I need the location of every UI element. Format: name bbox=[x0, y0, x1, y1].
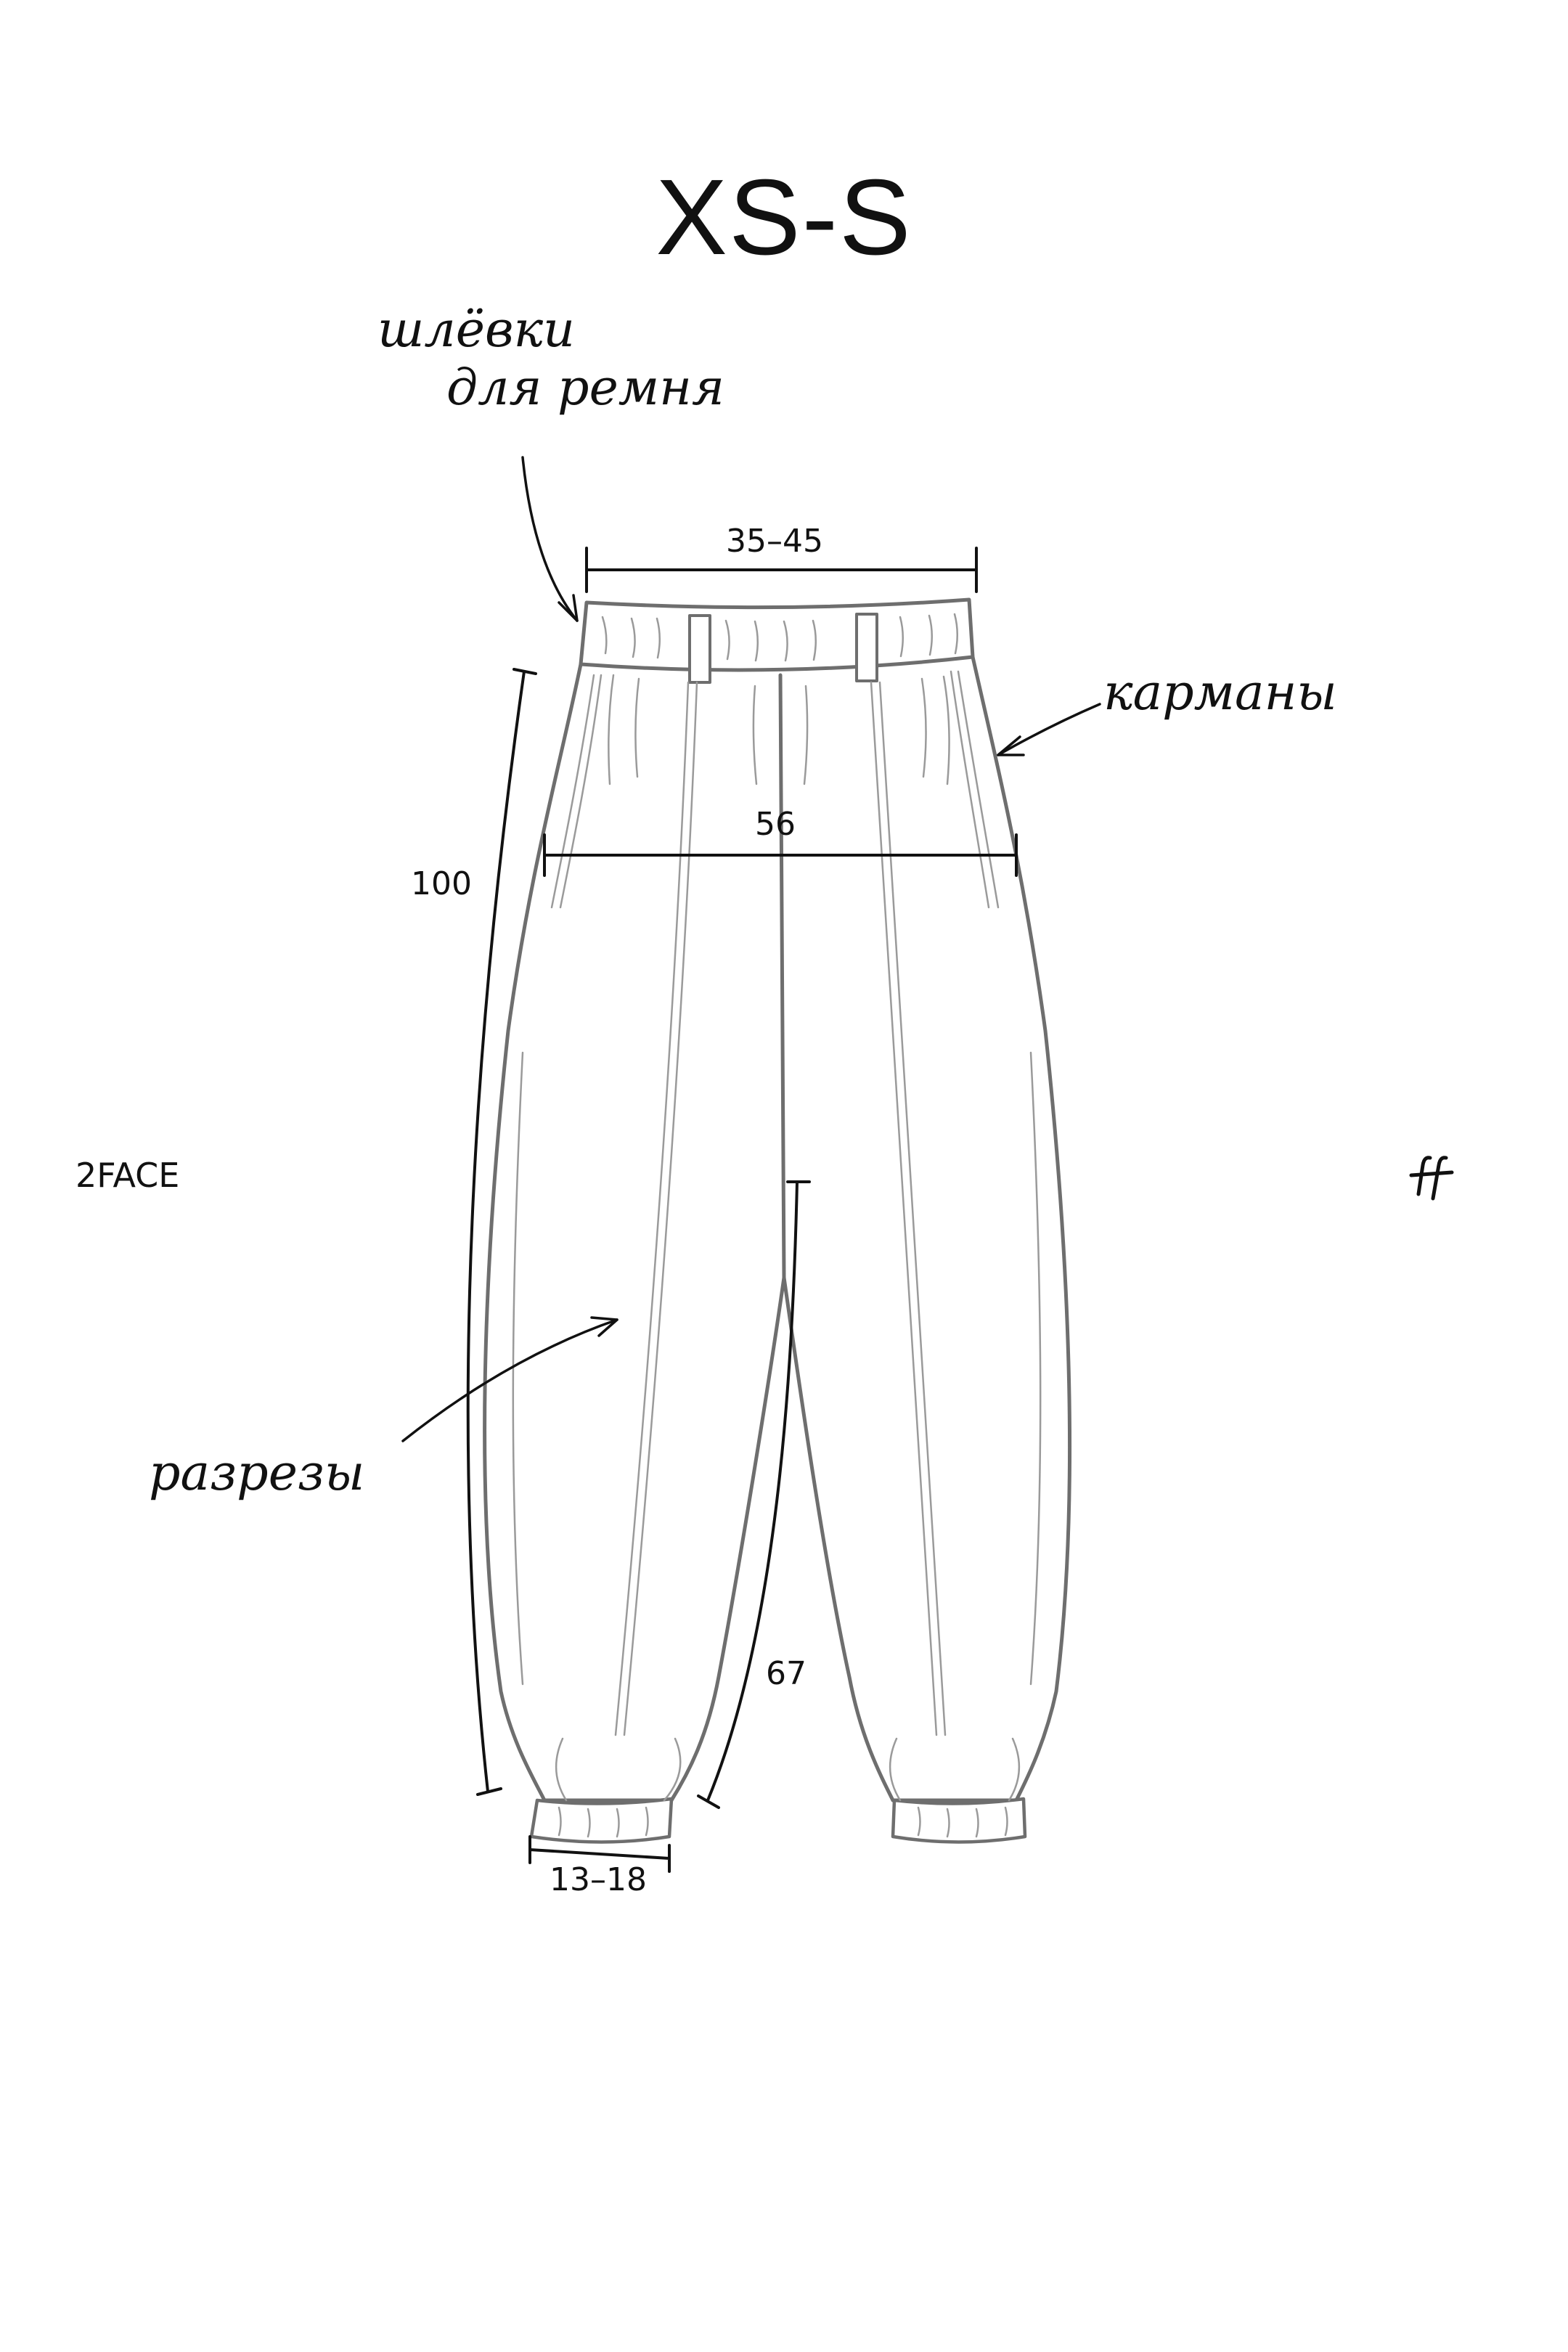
slits-arrow bbox=[401, 1318, 618, 1442]
belt-loop-left bbox=[688, 614, 711, 684]
waist-gathers bbox=[608, 674, 950, 785]
hip-dim-line bbox=[543, 833, 1018, 877]
right-leg bbox=[782, 655, 1072, 1802]
belt-loops-note-line1: шлёвки bbox=[377, 301, 575, 359]
ff-monogram-icon bbox=[1409, 1156, 1454, 1201]
inseam-measurement: 67 bbox=[766, 1655, 807, 1692]
length-dim-line bbox=[466, 668, 537, 1796]
cuff-left bbox=[529, 1797, 674, 1844]
waist-dim-line bbox=[585, 547, 978, 593]
waist-measurement: 35–45 bbox=[726, 523, 823, 560]
belt-loop-right bbox=[855, 613, 878, 682]
belt-loops bbox=[688, 613, 878, 684]
brand-name: 2FACE bbox=[75, 1156, 180, 1195]
cuff-dim-line bbox=[528, 1835, 671, 1873]
annotation-arrows bbox=[401, 456, 1101, 1442]
cuffs bbox=[529, 1797, 1027, 1844]
belt-loops-note-line2: для ремня bbox=[446, 359, 724, 417]
cuff-measurement: 13–18 bbox=[550, 1861, 647, 1898]
pockets-arrow bbox=[997, 703, 1101, 756]
dimension-lines bbox=[466, 547, 1018, 1873]
waistband bbox=[579, 597, 975, 672]
cuff-right bbox=[891, 1797, 1027, 1844]
waistband-gathers bbox=[601, 613, 958, 662]
belt-loops-arrow bbox=[521, 456, 579, 622]
pockets-note: карманы bbox=[1103, 664, 1337, 722]
cuff-gathers bbox=[558, 1806, 1008, 1838]
length-measurement: 100 bbox=[411, 865, 472, 902]
hem-gathers bbox=[555, 1737, 1021, 1802]
size-title: XS-S bbox=[656, 158, 912, 277]
hip-measurement: 56 bbox=[755, 806, 796, 843]
inseam-dim-line bbox=[697, 1180, 811, 1809]
slits-note: разрезы bbox=[149, 1445, 365, 1502]
